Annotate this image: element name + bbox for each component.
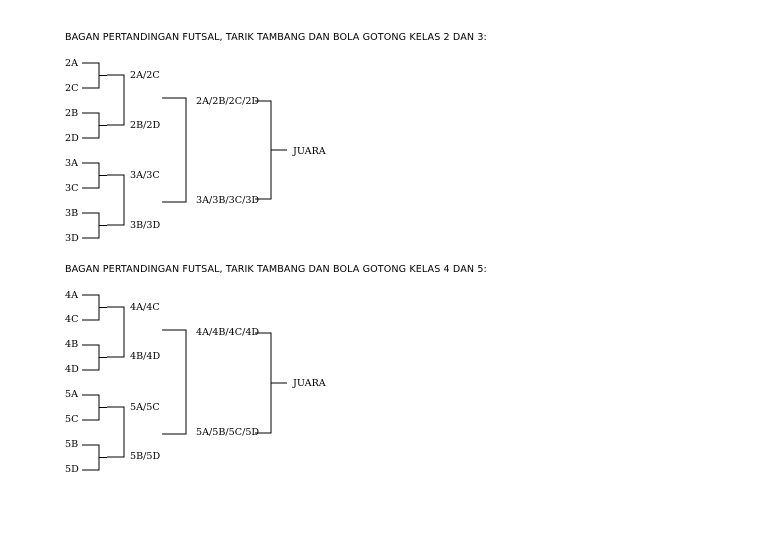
round1-labels: 2A 2C 2B 2D 3A 3C 3B 3D (65, 58, 79, 244)
match-connector (82, 112, 107, 139)
match-connector (82, 294, 107, 321)
team-label: 4B (65, 339, 78, 350)
team-label: 5C (65, 414, 78, 425)
pair-label: 4A/4C (130, 302, 160, 313)
champion-label: JUARA (292, 378, 327, 389)
pair-label: 2B/2D (130, 120, 160, 131)
round1-connectors (82, 294, 107, 471)
bracket-diagram-1: 2A 2C 2B 2D 3A 3C 3B 3D 2A/2C 2B/2D 3A/3… (65, 58, 327, 244)
pair-label: 3B/3D (130, 220, 160, 231)
group-label: 5A/5B/5C/5D (196, 427, 259, 438)
round2-connectors (107, 306, 125, 458)
match-connector (107, 306, 125, 358)
match-connector (107, 406, 125, 458)
team-label: 4A (65, 290, 79, 301)
team-label: 2A (65, 58, 79, 69)
pair-label: 3A/3C (130, 170, 160, 181)
pair-label: 5A/5C (130, 402, 160, 413)
bracket-heading-1: BAGAN PERTANDINGAN FUTSAL, TARIK TAMBANG… (65, 32, 487, 43)
round3-labels: 4A/4B/4C/4D 5A/5B/5C/5D (196, 327, 259, 438)
match-connector (82, 444, 107, 471)
match-connector (82, 162, 107, 189)
team-label: 2B (65, 108, 78, 119)
round3-labels: 2A/2B/2C/2D 3A/3B/3C/3D (196, 96, 259, 206)
group-label: 2A/2B/2C/2D (196, 96, 259, 107)
team-label: 4D (65, 364, 79, 375)
final-connector (255, 332, 287, 434)
champion-label: JUARA (292, 146, 327, 157)
team-label: 4C (65, 314, 78, 325)
match-connector (255, 100, 287, 200)
match-connector (255, 332, 287, 434)
round1-labels: 4A 4C 4B 4D 5A 5C 5B 5D (65, 290, 79, 475)
round2-labels: 4A/4C 4B/4D 5A/5C 5B/5D (130, 302, 160, 462)
match-connector (162, 329, 187, 435)
team-label: 3A (65, 158, 79, 169)
pair-label: 4B/4D (130, 351, 160, 362)
match-connector (82, 344, 107, 371)
pair-label: 2A/2C (130, 70, 160, 81)
match-connector (82, 394, 107, 421)
round1-connectors (82, 62, 107, 239)
semifinal-connector (162, 97, 187, 203)
match-connector (82, 62, 107, 89)
pair-label: 5B/5D (130, 451, 160, 462)
team-label: 3D (65, 233, 79, 244)
final-connector (255, 100, 287, 200)
team-label: 5B (65, 439, 78, 450)
team-label: 5D (65, 464, 79, 475)
team-label: 5A (65, 389, 79, 400)
group-label: 4A/4B/4C/4D (196, 327, 259, 338)
match-connector (107, 174, 125, 226)
semifinal-connector (162, 329, 187, 435)
round2-connectors (107, 74, 125, 226)
team-label: 2D (65, 133, 79, 144)
bracket-diagram-2: 4A 4C 4B 4D 5A 5C 5B 5D 4A/4C 4B/4D 5A/5… (65, 290, 327, 475)
round2-labels: 2A/2C 2B/2D 3A/3C 3B/3D (130, 70, 160, 231)
team-label: 3B (65, 208, 78, 219)
bracket-heading-2: BAGAN PERTANDINGAN FUTSAL, TARIK TAMBANG… (65, 264, 487, 275)
match-connector (162, 97, 187, 203)
match-connector (82, 212, 107, 239)
match-connector (107, 74, 125, 126)
team-label: 2C (65, 83, 78, 94)
team-label: 3C (65, 183, 78, 194)
group-label: 3A/3B/3C/3D (196, 195, 259, 206)
